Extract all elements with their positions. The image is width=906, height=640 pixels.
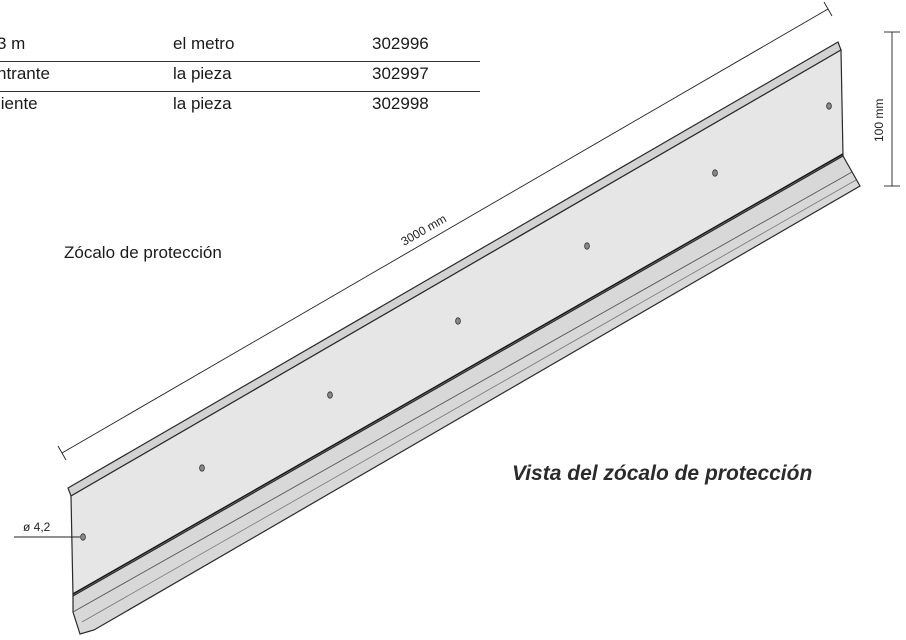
table-row: 3 m el metro 302996	[0, 32, 480, 62]
table-row: ntrante la pieza 302997	[0, 62, 480, 92]
flange-line	[81, 179, 857, 623]
row-unit: la pieza	[173, 64, 232, 83]
hole-diameter-label: ø 4,2	[23, 520, 51, 534]
panel-shadow-line	[72, 153, 844, 595]
row-description: 3 m	[0, 34, 26, 53]
product-subtitle: Zócalo de protección	[64, 243, 222, 262]
mounting-hole	[80, 533, 86, 541]
row-description: ntrante	[0, 64, 50, 83]
flange-line	[72, 171, 853, 613]
row-code: 302997	[372, 64, 429, 83]
dimension-tick	[823, 1, 833, 17]
top-fold	[67, 41, 842, 497]
row-unit: la pieza	[173, 94, 232, 113]
bottom-flange	[72, 155, 861, 635]
dimension-tick	[57, 445, 67, 461]
mounting-hole	[826, 102, 832, 110]
row-code: 302996	[372, 34, 429, 53]
mounting-hole	[584, 242, 590, 250]
row-description: liente	[0, 94, 38, 113]
length-dimension-line	[61, 8, 829, 454]
mounting-hole	[199, 464, 205, 472]
figure-caption: Vista del zócalo de protección	[512, 462, 813, 485]
mounting-hole	[455, 317, 461, 325]
mounting-hole	[327, 391, 333, 399]
mounting-hole	[712, 169, 718, 177]
row-unit: el metro	[173, 34, 235, 53]
table-row: liente la pieza 302998	[0, 92, 480, 121]
row-code: 302998	[372, 94, 429, 113]
height-label: 100 mm	[872, 99, 886, 142]
